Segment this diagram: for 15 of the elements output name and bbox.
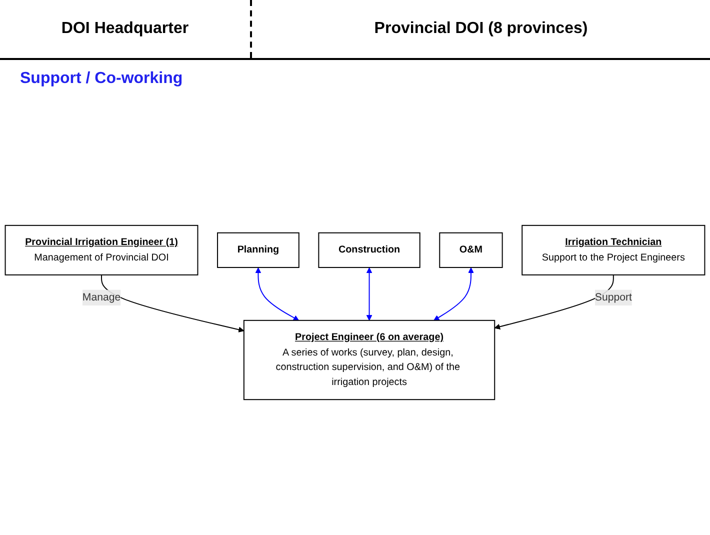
arrow	[101, 274, 244, 332]
column-heading: Provincial DOI (8 provinces)	[373, 20, 589, 38]
node-box: Construction	[318, 232, 420, 268]
node-box: Planning	[217, 232, 300, 268]
column-heading: DOI Headquarter	[0, 0, 252, 58]
node-box: Project Engineer (6 on average) A series of works (survey, plan, design, construction supervision, and O&M) of the irrigation projects	[243, 320, 496, 400]
edge-label: Support	[594, 292, 632, 303]
node-box: Irrigation Technician Support to the Project Engineers	[522, 224, 706, 276]
arrow	[255, 267, 300, 321]
arrow	[434, 267, 474, 321]
annotation-label: Support / Co-working	[20, 70, 183, 88]
edge-label: Manage	[82, 292, 121, 303]
node-box: O&M	[439, 232, 503, 268]
node-box: Provincial Irrigation Engineer (1) Management of Provincial DOI	[4, 224, 198, 276]
arrow	[366, 267, 372, 321]
